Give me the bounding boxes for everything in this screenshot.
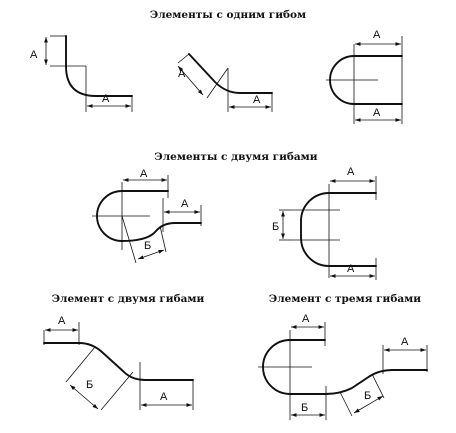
element-three-bends: А Б Б А bbox=[258, 313, 428, 420]
element-3-label-a-top: А bbox=[373, 29, 381, 41]
element-4-label-b: Б bbox=[144, 240, 151, 252]
element-1-label-a-vertical: А bbox=[30, 49, 38, 61]
heading-three-bends: Элемент с тремя гибами bbox=[269, 293, 421, 305]
heading-two-bends-single: Элемент с двумя гибами bbox=[52, 293, 205, 305]
element-2-profile bbox=[188, 53, 273, 94]
element-5-label-a-top: А bbox=[347, 166, 355, 178]
element-7-label-b-bottom: Б bbox=[301, 402, 308, 414]
element-7-label-a-top: А bbox=[302, 313, 310, 325]
element-2-label-a-horizontal: А bbox=[253, 94, 261, 106]
element-single-bend-2: А А bbox=[177, 53, 273, 112]
element-6-label-a-bottom: А bbox=[160, 391, 168, 403]
element-single-bend-3: А А bbox=[326, 29, 403, 124]
element-4-label-a-right: А bbox=[181, 198, 189, 210]
element-2-ext-top bbox=[177, 53, 190, 64]
element-6-label-b: Б bbox=[86, 379, 93, 391]
element-5-label-a-bottom: А bbox=[347, 263, 355, 275]
element-5-label-b: Б bbox=[272, 221, 279, 233]
element-4-label-a-top: А bbox=[140, 168, 148, 180]
element-6-label-a-top: А bbox=[58, 315, 66, 327]
element-6-profile bbox=[43, 342, 194, 381]
element-7-ext-slant-left bbox=[339, 391, 353, 417]
element-2-tangent-line bbox=[206, 67, 229, 99]
element-two-bends-1: А А Б bbox=[92, 168, 202, 264]
element-6-ext-slant-top bbox=[65, 346, 96, 383]
element-7-dim-b-slanted bbox=[353, 395, 384, 414]
element-7-ext-slant-right bbox=[371, 373, 385, 399]
element-7-label-a-right: А bbox=[401, 336, 409, 348]
element-5-profile bbox=[300, 192, 377, 267]
heading-single-bend: Элементы с одним гибом bbox=[150, 9, 306, 21]
element-7-label-b-slanted: Б bbox=[364, 390, 371, 402]
element-4-dim-b bbox=[137, 249, 165, 260]
element-4-ext-slant-left bbox=[121, 215, 137, 264]
element-2-dim-a-slanted bbox=[177, 65, 204, 96]
heading-two-bends: Элементы с двумя гибами bbox=[154, 151, 317, 163]
element-3-label-a-bottom: А bbox=[373, 107, 381, 119]
element-6-ext-slant-bottom bbox=[100, 371, 134, 411]
element-two-bends-single: А Б А bbox=[43, 315, 194, 411]
element-1-label-a-horizontal: А bbox=[102, 93, 110, 105]
element-6-dim-b bbox=[69, 384, 99, 410]
element-4-ext-slant-right bbox=[159, 225, 167, 253]
element-single-bend-1: А А bbox=[30, 35, 133, 112]
element-2-label-a-slanted: А bbox=[178, 68, 186, 80]
element-two-bends-2: А А Б bbox=[272, 166, 377, 280]
